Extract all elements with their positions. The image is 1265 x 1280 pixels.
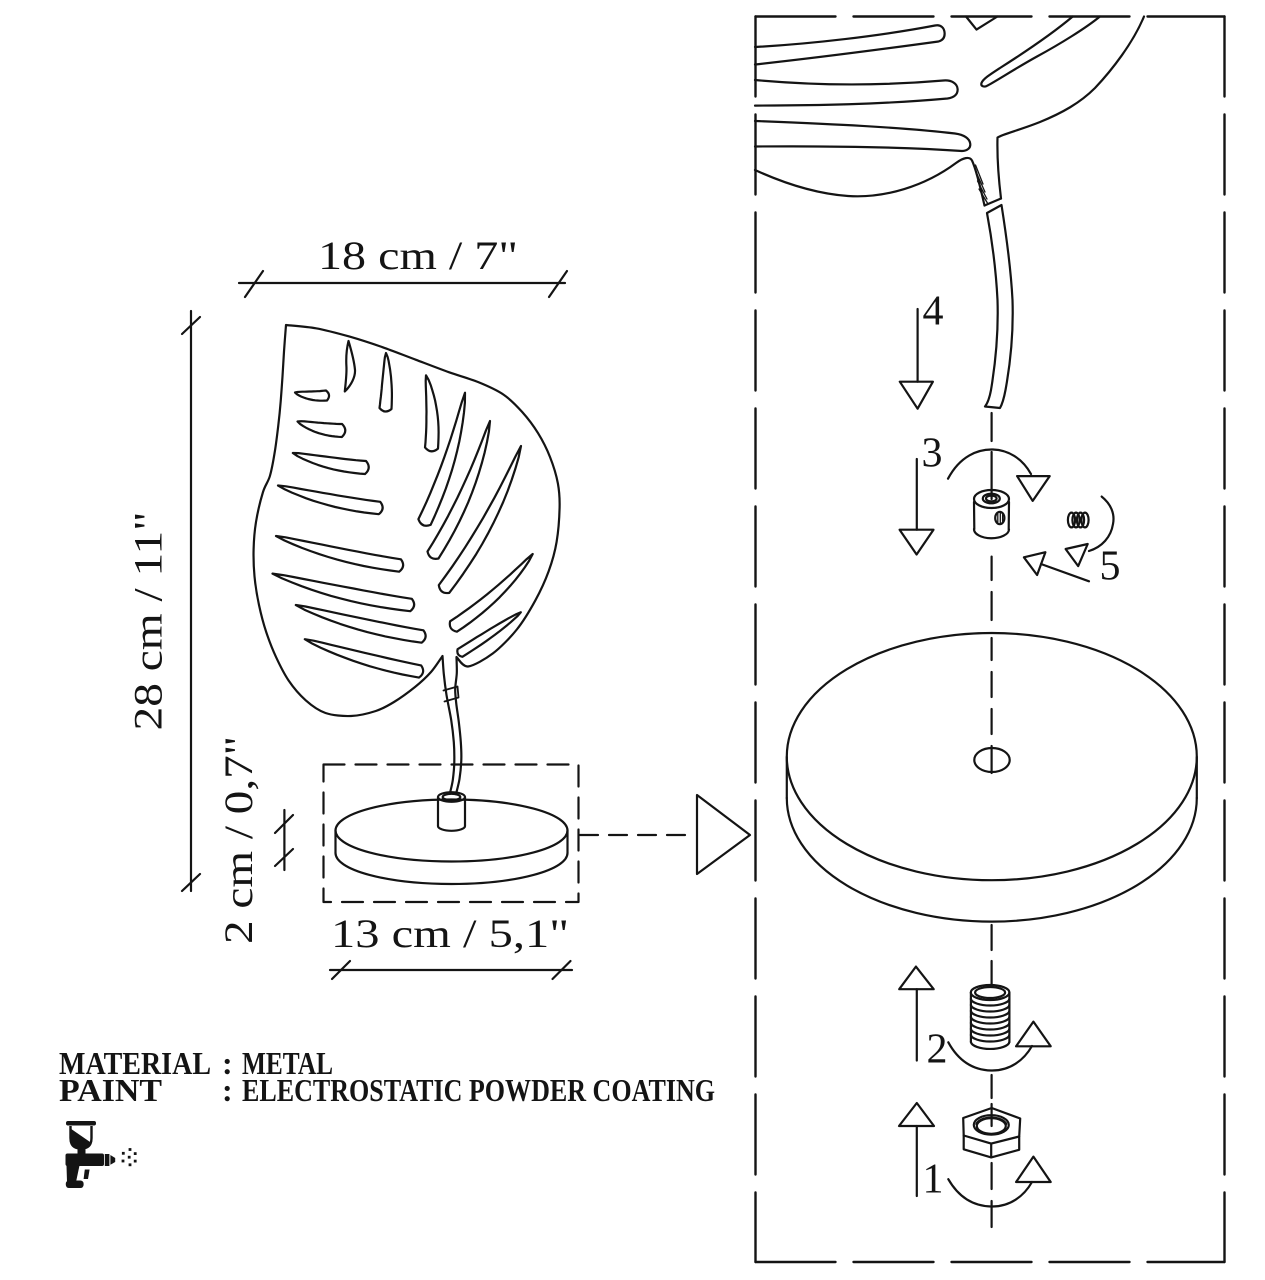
- svg-text::: :: [222, 1045, 233, 1081]
- svg-text:MATERIAL: MATERIAL: [59, 1045, 211, 1081]
- svg-text:5: 5: [1100, 544, 1121, 590]
- svg-text:3: 3: [922, 431, 943, 477]
- svg-text:4: 4: [923, 289, 944, 335]
- svg-text:13 cm / 5,1": 13 cm / 5,1": [331, 911, 569, 956]
- svg-text:PAINT: PAINT: [59, 1072, 162, 1108]
- svg-text:1: 1: [923, 1157, 944, 1203]
- svg-text:METAL: METAL: [242, 1045, 333, 1081]
- svg-text::: :: [222, 1072, 233, 1108]
- svg-text:18 cm / 7": 18 cm / 7": [318, 233, 518, 278]
- svg-text:28 cm / 11": 28 cm / 11": [126, 512, 171, 731]
- svg-text:2 cm / 0,7": 2 cm / 0,7": [216, 736, 261, 944]
- svg-text:ELECTROSTATIC POWDER COATING: ELECTROSTATIC POWDER COATING: [242, 1072, 715, 1108]
- svg-text:2: 2: [927, 1027, 948, 1073]
